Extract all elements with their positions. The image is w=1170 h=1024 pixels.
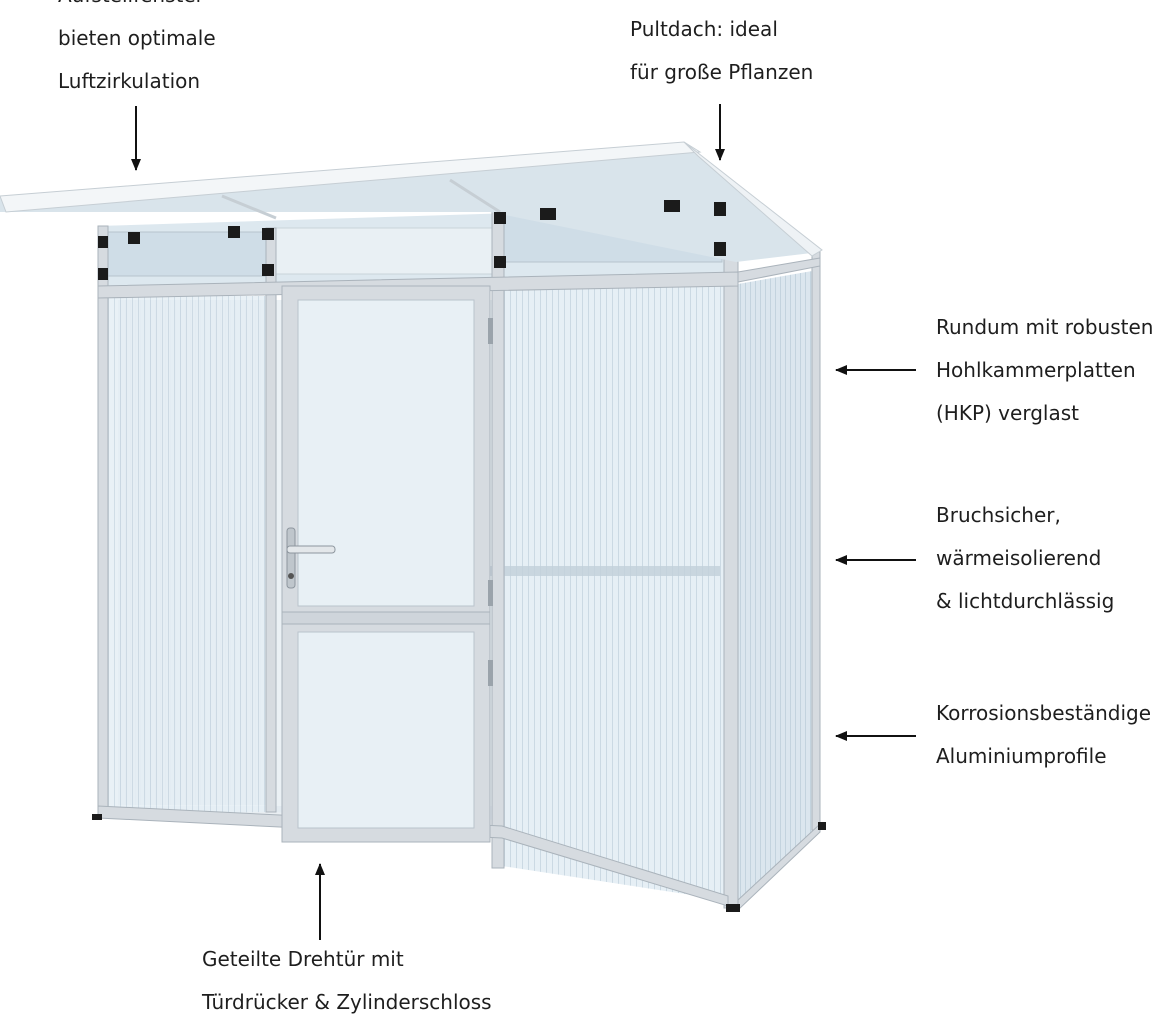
callout-line: Bruchsicher, [936, 503, 1061, 527]
callout-door: Geteilte Drehtür mit Türdrücker & Zylind… [202, 938, 492, 1024]
callout-properties: Bruchsicher, wärmeisolierend & lichtdurc… [936, 494, 1114, 623]
greenhouse-side-wall [738, 270, 818, 905]
callout-line: Hohlkammerplatten [936, 358, 1136, 382]
callout-line: wärmeisolierend [936, 546, 1102, 570]
split-door [281, 285, 493, 843]
callout-vents: Aufstellfenster bieten optimale Luftzirk… [58, 0, 216, 103]
greenhouse-right-panel [502, 276, 724, 900]
callout-roof: Pultdach: ideal für große Pflanzen [630, 8, 813, 94]
interior-shelf [420, 566, 720, 576]
callout-line: & lichtdurchlässig [936, 589, 1115, 613]
callout-line: Türdrücker & Zylinderschloss [202, 990, 492, 1014]
callout-line: Korrosionsbeständige [936, 701, 1151, 725]
vent-window-center [275, 227, 495, 275]
callout-panels: Rundum mit robusten Hohlkammerplatten (H… [936, 306, 1153, 435]
door-handle-icon [286, 527, 336, 589]
callout-line: Pultdach: ideal [630, 17, 778, 41]
callout-line: bieten optimale [58, 26, 216, 50]
callout-line: Rundum mit robusten [936, 315, 1154, 339]
callout-line: Aluminiumprofile [936, 744, 1107, 768]
mono-pitch-roof [0, 141, 823, 262]
callout-line: Geteilte Drehtür mit [202, 947, 404, 971]
callout-line: (HKP) verglast [936, 401, 1079, 425]
callout-line: für große Pflanzen [630, 60, 814, 84]
callout-line: Luftzirkulation [58, 69, 201, 93]
black-corner-brackets [92, 200, 826, 912]
greenhouse-left-panel [106, 296, 270, 815]
callout-line: Aufstellfenster [58, 0, 216, 17]
callout-profiles: Korrosionsbeständige Aluminiumprofile [936, 692, 1151, 778]
